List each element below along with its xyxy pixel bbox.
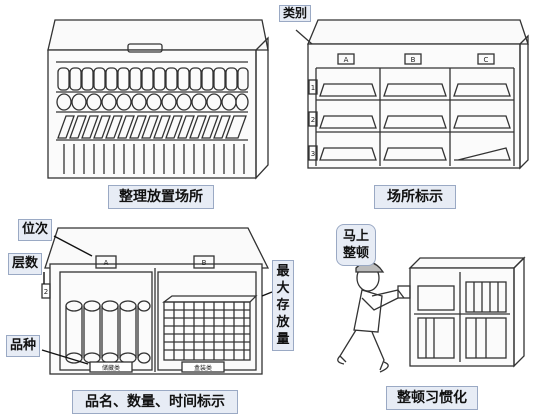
column-label-c: C — [484, 56, 489, 64]
person-organizing-drawing — [337, 256, 526, 373]
cabinet-column-label-a: A — [104, 259, 109, 267]
caption-location-marking: 场所标示 — [374, 185, 456, 209]
tag-max-storage: 最大存放量 — [272, 260, 294, 351]
cabinet-layer-label: 2 — [44, 288, 48, 296]
tag-layer-count: 层数 — [8, 253, 43, 275]
caption-habit-forming: 整顿习惯化 — [386, 386, 478, 410]
tag-category: 类别 — [279, 5, 312, 22]
cabinet-column-label-b: B — [202, 259, 207, 267]
row-label-2: 2 — [311, 116, 315, 124]
labeled-shelf-drawing — [295, 19, 529, 170]
caption-name-qty-time-marking: 品名、数量、时间标示 — [72, 390, 238, 414]
tag-position: 位次 — [18, 219, 53, 241]
annotation-arrows — [41, 235, 273, 365]
row-label-3: 3 — [311, 150, 315, 158]
storage-cabinet-drawing — [47, 19, 269, 180]
caption-storage-place: 整理放置场所 — [108, 185, 214, 209]
labeled-cabinet-drawing — [41, 227, 270, 375]
speech-bubble-organize-now: 马上整顿 — [336, 224, 376, 266]
item-label-storage: 储藏类 — [102, 364, 120, 372]
tag-variety: 品种 — [6, 335, 41, 357]
item-label-boxed: 盒装类 — [194, 364, 212, 372]
row-label-1: 1 — [311, 84, 315, 92]
column-label-b: B — [411, 56, 416, 64]
column-label-a: A — [344, 56, 349, 64]
